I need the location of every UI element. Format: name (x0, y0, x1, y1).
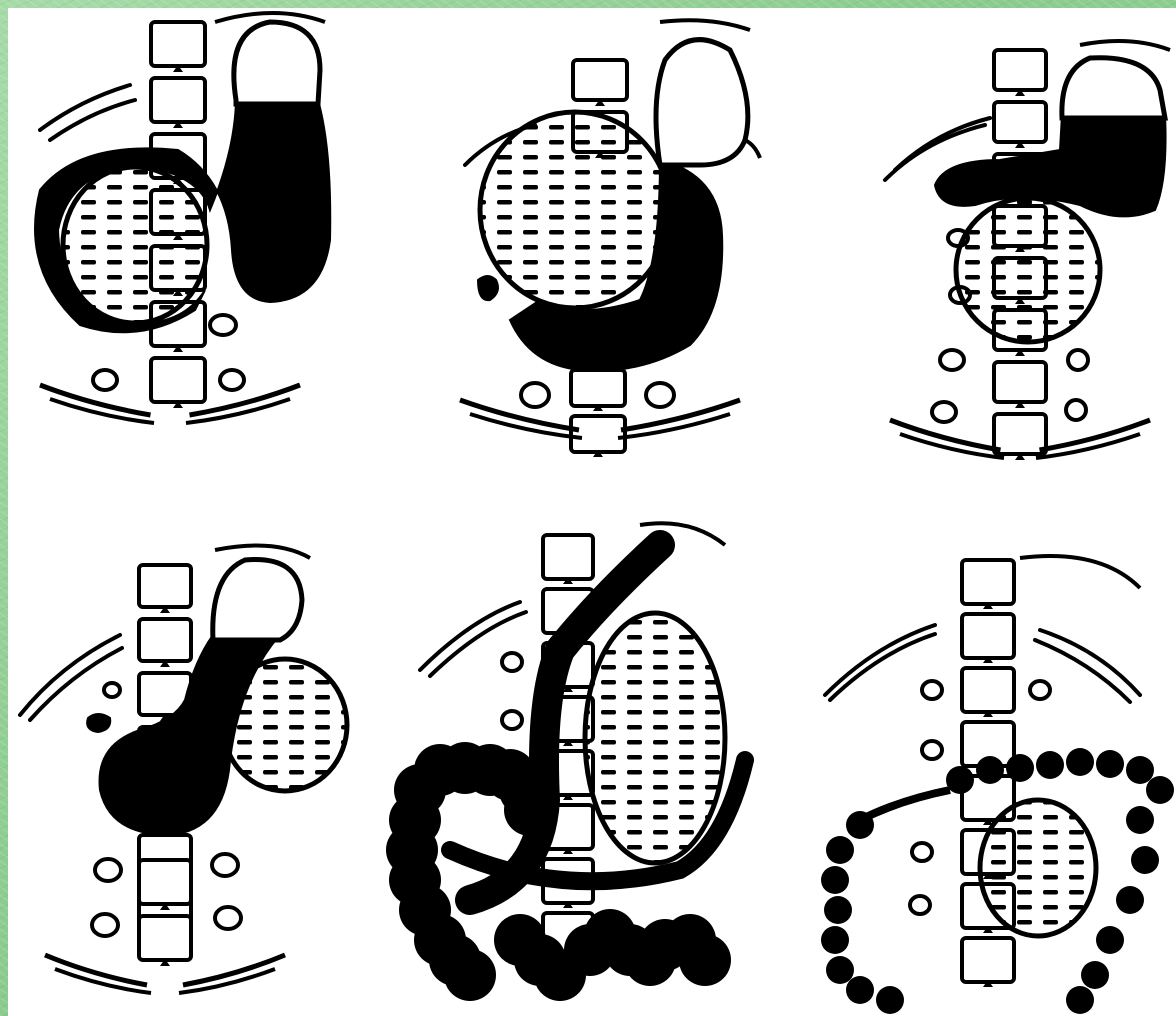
bowel-segment (1126, 806, 1154, 834)
cyst-mass (585, 613, 725, 863)
gastric-air-cap (656, 40, 748, 165)
bowel-segment (1036, 751, 1064, 779)
contrast-blob (478, 276, 498, 300)
bowel-segment (821, 926, 849, 954)
bowel-segment (946, 766, 974, 794)
bowel-segment (1066, 748, 1094, 776)
contrast-droplet (521, 383, 549, 407)
diagram-svg (8, 8, 1176, 1016)
bowel-segment (846, 976, 874, 1004)
vertebra (571, 416, 625, 452)
panel-top-middle (460, 20, 760, 457)
gastric-air-cap (234, 22, 320, 104)
duct-line (745, 140, 760, 158)
gastric-air-cap (1062, 58, 1165, 118)
contrast-droplet (92, 914, 118, 936)
bowel-segment (821, 866, 849, 894)
contrast-droplet (215, 907, 241, 929)
bowel-segment (1006, 754, 1034, 782)
contrast-droplet (922, 741, 942, 759)
vertebra (139, 565, 191, 607)
contrast-droplet (1030, 681, 1050, 699)
vertebra (151, 78, 205, 122)
rib-line (1040, 630, 1140, 695)
bowel-segment (1126, 756, 1154, 784)
bowel-segment (1096, 926, 1124, 954)
vertebra (994, 50, 1046, 90)
contrast-droplet (646, 383, 674, 407)
contrast-droplet (912, 843, 932, 861)
vertebra (962, 614, 1014, 658)
contrast-droplet (922, 681, 942, 699)
bowel-segment (826, 836, 854, 864)
cyst-mass (980, 800, 1096, 936)
contrast-droplet (95, 859, 121, 881)
rib-line (830, 634, 935, 700)
bowel-segment (1066, 986, 1094, 1014)
vertebra (139, 860, 191, 904)
panel-top-left (35, 13, 330, 423)
gastric-air-cap (213, 560, 302, 641)
bowel-segment (824, 896, 852, 924)
bowel-segment (1116, 886, 1144, 914)
bowel-segment (1131, 846, 1159, 874)
vertebra (962, 668, 1014, 712)
cyst-mass (956, 198, 1100, 342)
diaphragm-arc (1020, 556, 1140, 588)
rib-line (50, 100, 135, 140)
cyst-mass (480, 112, 670, 308)
contrast-droplet (220, 370, 244, 390)
vertebra (543, 535, 593, 579)
contrast-droplet (1066, 400, 1086, 420)
contrast-droplet (940, 350, 964, 370)
diagram-canvas (8, 8, 1176, 1016)
vertebra (962, 560, 1014, 604)
vertebra (994, 414, 1046, 454)
panel-top-right (885, 41, 1170, 460)
bowel-segment (876, 986, 904, 1014)
rib-line (20, 635, 120, 715)
diaphragm-arc (1080, 41, 1170, 50)
panel-bottom-left (20, 546, 347, 994)
bowel-segment (1146, 776, 1174, 804)
contrast-droplet (104, 683, 120, 697)
contrast-blob (87, 714, 110, 732)
contrast-droplet (910, 896, 930, 914)
vertebra (962, 938, 1014, 982)
vertebra (151, 358, 205, 402)
vertebra (139, 916, 191, 960)
contrast-droplet (210, 315, 236, 335)
contrast-droplet (502, 711, 522, 729)
contrast-droplet (932, 402, 956, 422)
panel-bottom-right (821, 556, 1174, 1014)
panel-bottom-middle (386, 523, 745, 1001)
contrast-droplet (93, 370, 117, 390)
contrast-droplet (1068, 350, 1088, 370)
contrast-droplet (212, 854, 238, 876)
cyst-mass (223, 659, 347, 791)
bowel-segment (976, 756, 1004, 784)
bowel-segment (444, 949, 496, 1001)
cyst-mass (63, 167, 207, 323)
diaphragm-arc (215, 546, 310, 559)
vertebra (573, 60, 627, 100)
bowel-segment (1081, 961, 1109, 989)
contrast-droplet (502, 653, 522, 671)
bowel-segment (826, 956, 854, 984)
vertebra (571, 370, 625, 406)
bowel-segment (679, 934, 731, 986)
diaphragm-arc (660, 20, 750, 30)
vertebra (151, 22, 205, 66)
vertebra (994, 102, 1046, 142)
vertebra (994, 362, 1046, 402)
vertebra (139, 619, 191, 661)
colon-wall (860, 790, 950, 820)
bowel-segment (1096, 750, 1124, 778)
